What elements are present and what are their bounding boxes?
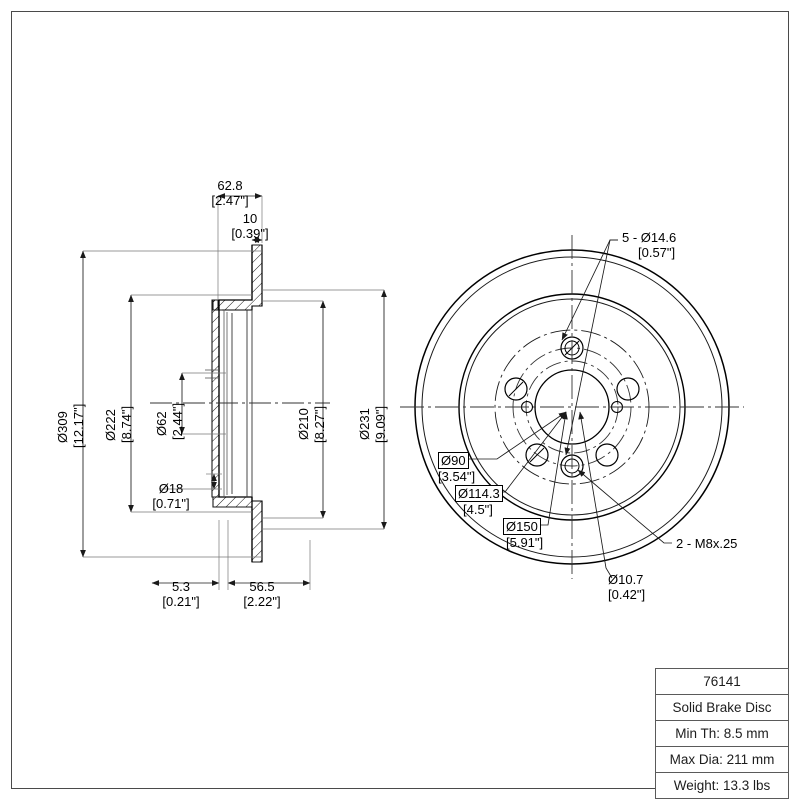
title-block: 76141 Solid Brake Disc Min Th: 8.5 mm Ma… bbox=[655, 668, 789, 799]
dim-small-hole bbox=[160, 473, 222, 490]
dim-label-hat-diameter: Ø210 bbox=[296, 408, 311, 440]
dim-label-flange-thickness: 10 [0.39"] bbox=[231, 211, 269, 242]
dim-label-disc-depth: 56.5 [2.22"] bbox=[243, 579, 281, 610]
dim-center-bore bbox=[179, 372, 226, 435]
section-view-geometry bbox=[150, 244, 330, 563]
title-block-part-number: 76141 bbox=[656, 669, 788, 695]
dim-label-outer-diameter: Ø309 bbox=[55, 411, 70, 443]
title-block-max-diameter: Max Dia: 211 mm bbox=[656, 747, 788, 773]
dim-pilot-diameter bbox=[262, 289, 387, 530]
face-view-geometry bbox=[400, 235, 744, 579]
callout-lug-holes: 5 - Ø14.6 [0.57"] bbox=[622, 230, 677, 261]
title-block-min-thickness: Min Th: 8.5 mm bbox=[656, 721, 788, 747]
sheet-border bbox=[11, 11, 789, 789]
dim-label-hat-diameter-inch: [8.27"] bbox=[312, 405, 327, 443]
callout-bolt-circle: Ø114.3 [4.5"] bbox=[455, 485, 503, 518]
dim-overall-width bbox=[217, 193, 263, 300]
callout-threaded-holes: 2 - M8x.25 bbox=[676, 536, 738, 551]
dim-label-braking-surface-inch: [8.74"] bbox=[119, 405, 134, 443]
dim-label-pilot-diameter: Ø231 bbox=[357, 408, 372, 440]
dim-braking-surface bbox=[128, 294, 252, 513]
title-block-description: Solid Brake Disc bbox=[656, 695, 788, 721]
dim-label-pilot-diameter-inch: [9.09"] bbox=[373, 405, 388, 443]
title-block-weight: Weight: 13.3 lbs bbox=[656, 773, 788, 799]
dim-outer-diameter bbox=[80, 250, 262, 558]
dim-hat-diameter bbox=[262, 300, 326, 519]
dim-label-center-bore-inch: [2.44"] bbox=[170, 402, 185, 440]
callout-hat-face-circle: Ø150 [5.91"] bbox=[503, 518, 543, 551]
dim-label-small-hole: Ø18 [0.71"] bbox=[152, 481, 190, 512]
callout-hub-recess: Ø90 [3.54"] bbox=[438, 452, 476, 485]
face-leaders bbox=[468, 239, 672, 579]
dim-label-braking-surface: Ø222 bbox=[103, 409, 118, 441]
dim-label-center-bore: Ø62 bbox=[154, 411, 169, 436]
dim-label-hat-offset: 5.3 [0.21"] bbox=[162, 579, 200, 610]
callout-small-through-hole: Ø10.7 [0.42"] bbox=[608, 572, 646, 603]
dim-label-outer-diameter-inch: [12.17"] bbox=[71, 403, 86, 448]
dim-bottom-chain bbox=[151, 520, 311, 590]
dim-label-overall-width: 62.8 [2.47"] bbox=[211, 178, 249, 209]
